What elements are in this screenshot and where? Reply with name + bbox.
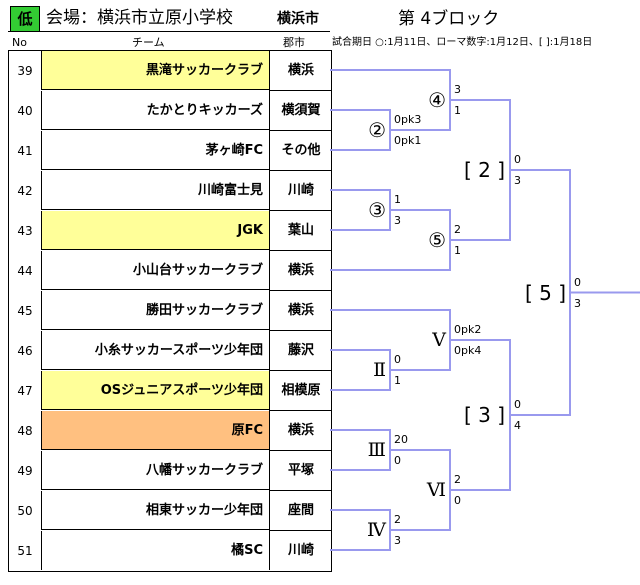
score-bottom: 0	[454, 494, 461, 507]
score-top: 20	[394, 433, 408, 446]
team-gun: 相模原	[269, 371, 332, 411]
team-number: 44	[17, 264, 33, 278]
match-label-5: ⑤	[428, 228, 446, 252]
team-row: 42 川崎富士見川崎	[9, 171, 332, 211]
match-label-roman-4: Ⅳ	[367, 519, 386, 541]
column-header-no: No	[12, 36, 27, 49]
team-row: 45 勝田サッカークラブ横浜	[9, 291, 332, 331]
team-number: 39	[17, 64, 33, 78]
level-badge: 低	[10, 6, 40, 32]
team-row: 47 OSジュニアスポーツ少年団相模原	[9, 371, 332, 411]
score-top: 2	[454, 473, 461, 486]
score-bottom: 0	[394, 454, 401, 467]
round-label-5: [ 5 ]	[524, 280, 566, 305]
team-gun: 横浜	[269, 251, 332, 291]
team-name: 黒滝サッカークラブ	[41, 51, 269, 90]
team-gun: その他	[269, 131, 332, 171]
team-gun: 葉山	[269, 211, 332, 251]
score-bottom: 3	[394, 214, 401, 227]
match-label-roman-3: Ⅲ	[367, 439, 386, 461]
team-name: 八幡サッカークラブ	[41, 451, 269, 490]
score-top: 0	[514, 153, 521, 166]
score-top: 0	[514, 398, 521, 411]
team-name: 小山台サッカークラブ	[41, 251, 269, 290]
match-label-roman-2: Ⅱ	[373, 359, 386, 381]
team-name: 川崎富士見	[41, 171, 269, 210]
team-number: 49	[17, 464, 33, 478]
team-name: OSジュニアスポーツ少年団	[41, 371, 269, 410]
score-bottom: 1	[454, 244, 461, 257]
title-underline	[8, 31, 330, 32]
score-top: 3	[454, 83, 461, 96]
team-name: JGK	[41, 211, 269, 250]
score-bottom: 1	[394, 374, 401, 387]
score-top: 2	[394, 513, 401, 526]
score-bottom: 0pk4	[454, 344, 482, 357]
block-title: 第 4ブロック	[398, 9, 500, 29]
team-name: 橘SC	[41, 531, 269, 570]
team-name: たかとりキッカーズ	[41, 91, 269, 130]
team-row: 44 小山台サッカークラブ横浜	[9, 251, 332, 291]
score-top: 0pk3	[394, 113, 422, 126]
score-bottom: 1	[454, 104, 461, 117]
score-top: 2	[454, 223, 461, 236]
team-row: 49 八幡サッカークラブ平塚	[9, 451, 332, 491]
team-gun: 座間	[269, 491, 332, 531]
team-number: 45	[17, 304, 33, 318]
team-row: 40 たかとりキッカーズ横須賀	[9, 91, 332, 131]
score-bottom: 0pk1	[394, 134, 422, 147]
team-row: 39 黒滝サッカークラブ横浜	[9, 51, 332, 91]
team-gun: 横浜	[269, 51, 332, 91]
team-gun: 横浜	[269, 411, 332, 451]
round-label-2: [ 2 ]	[463, 158, 505, 182]
team-number: 48	[17, 424, 33, 438]
column-header-gun: 郡市	[283, 36, 305, 49]
team-name: 茅ヶ崎FC	[41, 131, 269, 170]
team-gun: 川崎	[269, 171, 332, 211]
score-top: 0pk2	[454, 323, 482, 336]
team-gun: 平塚	[269, 451, 332, 491]
team-name: 勝田サッカークラブ	[41, 291, 269, 330]
column-header-team: チーム	[132, 36, 165, 49]
match-label-3: ③	[368, 198, 386, 222]
team-gun: 川崎	[269, 531, 332, 570]
venue-title: 会場：横浜市立原小学校	[46, 8, 233, 28]
team-gun: 横須賀	[269, 91, 332, 131]
score-bottom: 3	[514, 174, 521, 187]
score-bottom: 3	[394, 534, 401, 547]
team-number: 41	[17, 144, 33, 158]
venue-city: 横浜市	[277, 11, 319, 27]
team-name: 原FC	[41, 411, 269, 450]
match-label-2: ②	[368, 118, 386, 142]
team-number: 43	[17, 224, 33, 238]
score-top: 1	[394, 193, 401, 206]
score-top: 0	[394, 353, 401, 366]
team-number: 40	[17, 104, 33, 118]
team-row: 46 小糸サッカースポーツ少年団藤沢	[9, 331, 332, 371]
match-label-4: ④	[428, 88, 446, 112]
schedule-note: 試合期日 ○:1月11日、ローマ数字:1月12日、[ ]:1月18日	[332, 37, 593, 48]
team-number: 47	[17, 384, 33, 398]
score-top: 0	[574, 275, 581, 289]
score-bottom: 3	[574, 296, 581, 310]
team-number: 51	[17, 544, 33, 558]
match-label-roman-5: Ⅴ	[432, 329, 446, 351]
team-name: 相東サッカー少年団	[41, 491, 269, 530]
team-number: 46	[17, 344, 33, 358]
score-bottom: 4	[514, 419, 521, 432]
team-gun: 藤沢	[269, 331, 332, 371]
team-number: 50	[17, 504, 33, 518]
team-number: 42	[17, 184, 33, 198]
round-label-3: [ 3 ]	[463, 403, 505, 427]
team-gun: 横浜	[269, 291, 332, 331]
match-label-roman-6: Ⅵ	[426, 479, 446, 501]
team-name: 小糸サッカースポーツ少年団	[41, 331, 269, 370]
team-row: 50 相東サッカー少年団座間	[9, 491, 332, 531]
